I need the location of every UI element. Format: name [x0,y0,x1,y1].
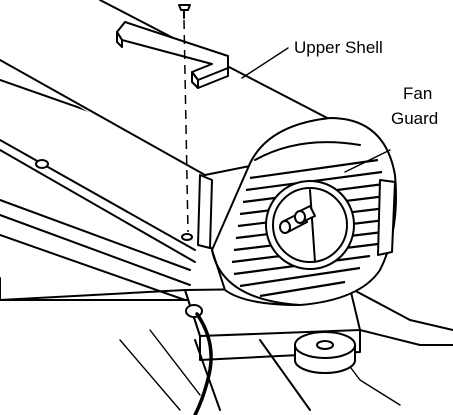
carry-handle [116,21,229,89]
label-fan-guard-line1: Fan [403,84,432,103]
label-fan-guard-line2: Guard [391,109,438,128]
mounting-screw [178,4,191,233]
lower-housing [0,277,453,411]
upper-shell-leader [241,47,289,79]
power-cord [185,304,213,415]
fan-guard-leader [344,149,391,173]
label-upper-shell: Upper Shell [294,38,383,57]
fan-guard [211,117,397,306]
foot-knob [294,331,356,374]
fan-hub [279,205,316,234]
